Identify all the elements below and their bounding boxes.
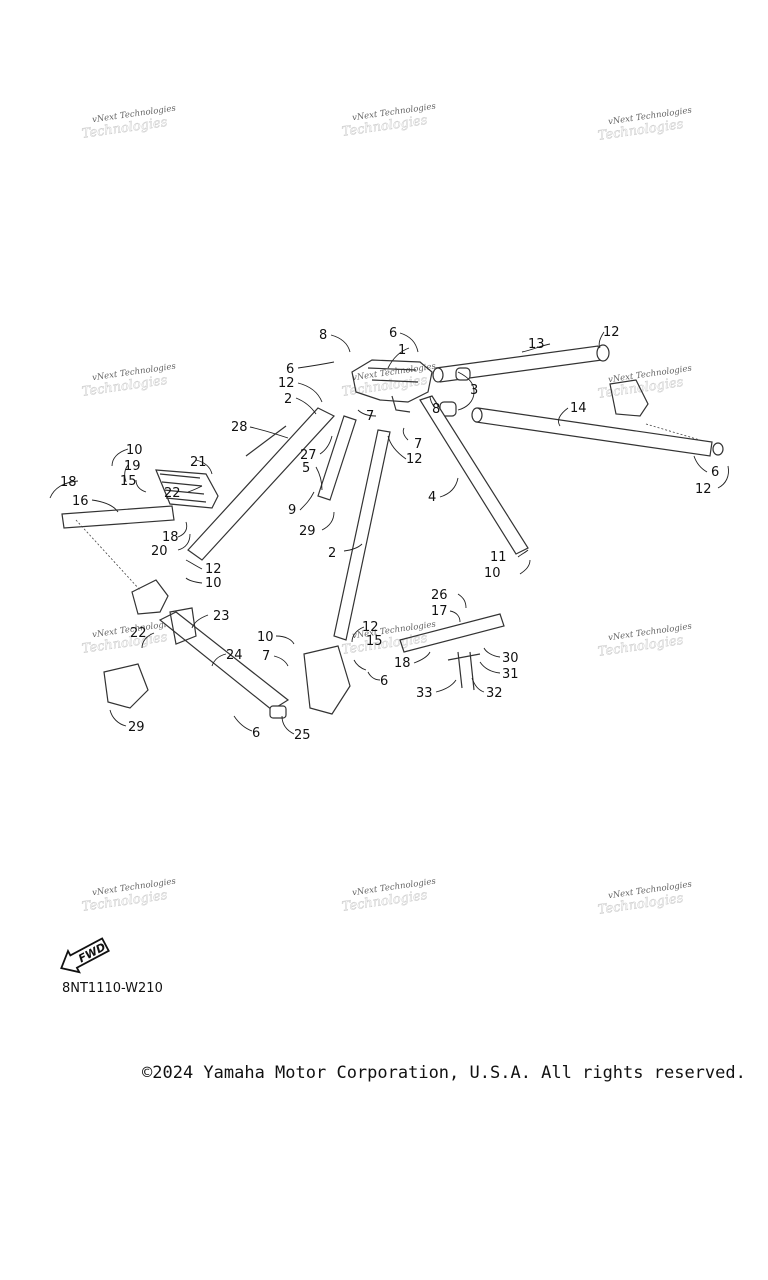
- callout-label: 6: [711, 465, 719, 480]
- upper-cross-member: [351, 359, 433, 403]
- callout-label: 26: [431, 588, 448, 603]
- callout-label: 10: [126, 443, 143, 458]
- fwd-arrow-shape: [60, 937, 110, 974]
- watermark: Technologies vNext Technologies: [341, 877, 437, 916]
- watermark: Technologies vNext Technologies: [597, 364, 693, 403]
- callout-label: 10: [205, 576, 222, 591]
- callout-label: 27: [300, 448, 317, 463]
- callout-label: 12: [603, 325, 620, 340]
- callout-label: 11: [490, 550, 507, 565]
- watermark: Technologies vNext Technologies: [341, 620, 437, 659]
- callout-label: 18: [60, 475, 77, 490]
- bracket-grid: [159, 473, 207, 503]
- callout-label: 20: [151, 544, 168, 559]
- callout-label: 3: [470, 383, 478, 398]
- callout-label: 5: [302, 461, 310, 476]
- watermark: Technologies vNext Technologies: [597, 622, 693, 661]
- tube-end-cap: [471, 407, 483, 423]
- watermark: Technologies vNext Technologies: [81, 104, 177, 143]
- callout-label: 10: [257, 630, 274, 645]
- tube-end-cap: [596, 344, 610, 362]
- callout-label: 6: [252, 726, 260, 741]
- tube-end-cap: [712, 442, 724, 456]
- callout-label: 1: [398, 343, 406, 358]
- watermark: Technologies vNext Technologies: [81, 362, 177, 401]
- callout-label: 28: [231, 420, 248, 435]
- diagram-code: 8NT1110-W210: [62, 981, 163, 996]
- callout-label: 33: [416, 686, 433, 701]
- callout-label: 31: [502, 667, 519, 682]
- callout-label: 9: [288, 503, 296, 518]
- callout-label: 32: [486, 686, 503, 701]
- bolt-set: [447, 651, 481, 691]
- callout-label: 7: [262, 649, 270, 664]
- callout-label: 12: [205, 562, 222, 577]
- upper-cross-detail: [367, 367, 419, 413]
- callout-label: 6: [389, 326, 397, 341]
- callout-label: 29: [299, 524, 316, 539]
- callout-label: 2: [328, 546, 336, 561]
- tube-end-cap: [432, 367, 444, 383]
- callout-label: 6: [286, 362, 294, 377]
- callout-label: 8: [319, 328, 327, 343]
- callout-label: 21: [190, 455, 207, 470]
- callout-label: 18: [394, 656, 411, 671]
- callout-label: 29: [128, 720, 145, 735]
- bar-17: [399, 613, 505, 653]
- callout-label: 6: [380, 674, 388, 689]
- copyright-notice: ©2024 Yamaha Motor Corporation, U.S.A. A…: [142, 1063, 746, 1083]
- center-vertical-tube: [333, 429, 391, 641]
- callout-label: 10: [484, 566, 501, 581]
- callout-label: 12: [406, 452, 423, 467]
- callout-label: 12: [695, 482, 712, 497]
- watermark: Technologies vNext Technologies: [81, 877, 177, 916]
- fwd-direction-arrow: FWD: [60, 937, 110, 974]
- guide-line: [645, 423, 701, 441]
- callout-label: 13: [528, 337, 545, 352]
- left-lower-mount: [131, 579, 169, 615]
- callout-label: 23: [213, 609, 230, 624]
- right-upper-bracket: [609, 379, 649, 417]
- watermark: Technologies vNext Technologies: [597, 106, 693, 145]
- callout-label: 25: [294, 728, 311, 743]
- callout-label: 2: [284, 392, 292, 407]
- watermark: Technologies vNext Technologies: [341, 102, 437, 141]
- callout-label: 12: [362, 620, 379, 635]
- callout-label: 24: [226, 648, 243, 663]
- callout-label: 7: [366, 409, 374, 424]
- brace-5: [317, 415, 357, 501]
- callout-label: 22: [130, 626, 147, 641]
- callout-label: 15: [120, 474, 137, 489]
- center-lower-mount: [303, 645, 351, 715]
- upper-tube-14: [475, 407, 713, 457]
- plate-23: [169, 607, 197, 645]
- callout-label: 19: [124, 459, 141, 474]
- left-upper-tube: [187, 407, 335, 561]
- callout-label: 16: [72, 494, 89, 509]
- callout-labels: 1 2 2 3 4 5 6 6 6 6 6 7 7 7 8 8 9 10 10 …: [60, 325, 719, 743]
- callout-label: 4: [428, 490, 436, 505]
- left-bottom-housing: [103, 663, 149, 709]
- callout-label: 30: [502, 651, 519, 666]
- callout-label: 12: [278, 376, 295, 391]
- callout-label: 7: [414, 437, 422, 452]
- leader-lines: [49, 331, 729, 735]
- callout-label: 14: [570, 401, 587, 416]
- bar-16: [61, 505, 175, 529]
- callout-label: 18: [162, 530, 179, 545]
- right-leg-tube: [419, 395, 529, 555]
- callout-label: 8: [432, 402, 440, 417]
- watermark: Technologies vNext Technologies: [597, 880, 693, 919]
- clip-28: [245, 425, 287, 457]
- guide-line: [75, 519, 141, 591]
- callout-label: 15: [366, 634, 383, 649]
- callout-label: 22: [164, 486, 181, 501]
- callout-label: 17: [431, 604, 448, 619]
- frame-parts: [61, 344, 724, 719]
- end-25: [269, 705, 287, 719]
